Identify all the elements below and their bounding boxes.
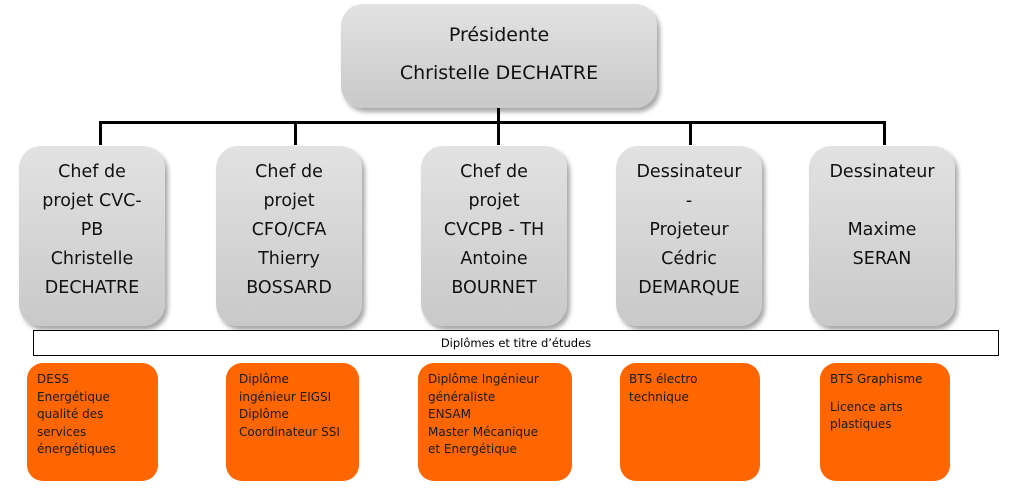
diploma-line: et Energétique [428, 442, 517, 456]
diploma-line: DESS [37, 372, 70, 386]
member-line: BOURNET [451, 278, 537, 298]
connector-drop-1 [99, 121, 102, 145]
diploma-line: plastiques [830, 417, 892, 431]
diploma-box-1: DESS Energétique qualité des services én… [27, 363, 158, 481]
diploma-line [830, 389, 941, 399]
member-line: Dessinateur [829, 162, 935, 182]
diploma-line: Energétique [37, 389, 110, 404]
member-line: projet [263, 191, 315, 211]
diploma-line: technique [629, 389, 689, 404]
diploma-line: BTS électro [629, 372, 698, 386]
president-node: Présidente Christelle DECHATRE [341, 4, 657, 108]
member-line: Chef de [255, 162, 323, 182]
diploma-line: Diplôme [239, 372, 289, 386]
member-line: Projeteur [649, 220, 729, 240]
member-node-3: Chef de projet CVCPB - TH Antoine BOURNE… [421, 146, 567, 326]
diploma-line: Licence arts [830, 399, 903, 414]
diploma-line: Coordinateur SSI [239, 424, 340, 439]
member-line: Cédric [661, 249, 717, 269]
member-line: Christelle [50, 249, 134, 269]
connector-drop-4 [689, 121, 692, 145]
connector-drop-5 [883, 121, 886, 145]
member-node-2: Chef de projet CFO/CFA Thierry BOSSARD [216, 146, 362, 326]
member-line: Chef de [58, 162, 126, 182]
member-line: Antoine [460, 249, 528, 269]
connector-trunk [497, 108, 500, 122]
member-line: DEMARQUE [638, 278, 740, 298]
diploma-line: ENSAM [428, 407, 471, 421]
diploma-line: Master Mécanique [428, 424, 539, 439]
connector-drop-3 [497, 121, 500, 145]
diploma-line: qualité des [37, 407, 104, 421]
diploma-box-4: BTS électro technique [620, 363, 760, 481]
member-line [809, 187, 955, 216]
member-line: CVCPB - TH [443, 220, 545, 240]
diploma-line: généraliste [428, 389, 496, 404]
member-line: Thierry [258, 249, 320, 269]
diploma-line: Diplôme [239, 407, 289, 421]
connector-bus [99, 121, 886, 124]
member-line: DECHATRE [44, 278, 140, 298]
member-line: Dessinateur [636, 162, 742, 182]
connector-drop-2 [294, 121, 297, 145]
diploma-box-5: BTS Graphisme Licence arts plastiques [820, 363, 950, 481]
member-line: projet [468, 191, 520, 211]
member-node-4: Dessinateur - Projeteur Cédric DEMARQUE [616, 146, 762, 326]
member-line: SERAN [852, 249, 912, 269]
member-line: Maxime [847, 220, 917, 240]
member-line: CFO/CFA [251, 220, 327, 240]
member-line: - [685, 191, 693, 211]
president-title: Présidente [448, 24, 550, 46]
diploma-line: énergétiques [37, 442, 116, 456]
diplomas-banner: Diplômes et titre d’études [33, 330, 999, 356]
president-name: Christelle DECHATRE [399, 62, 599, 84]
diploma-line: BTS Graphisme [830, 372, 923, 386]
diploma-box-2: Diplôme ingénieur EIGSI Diplôme Coordina… [226, 363, 359, 481]
diploma-line: ingénieur EIGSI [239, 389, 332, 404]
member-node-5: Dessinateur Maxime SERAN [809, 146, 955, 326]
diploma-line: Diplôme Ingénieur [428, 372, 539, 386]
member-line: BOSSARD [246, 278, 332, 298]
member-node-1: Chef de projet CVC- PB Christelle DECHAT… [19, 146, 165, 326]
diploma-box-3: Diplôme Ingénieur généraliste ENSAM Mast… [418, 363, 572, 481]
member-line: projet CVC- [42, 191, 142, 211]
diploma-line: services [37, 424, 87, 439]
member-line: PB [80, 220, 104, 240]
member-line: Chef de [460, 162, 528, 182]
